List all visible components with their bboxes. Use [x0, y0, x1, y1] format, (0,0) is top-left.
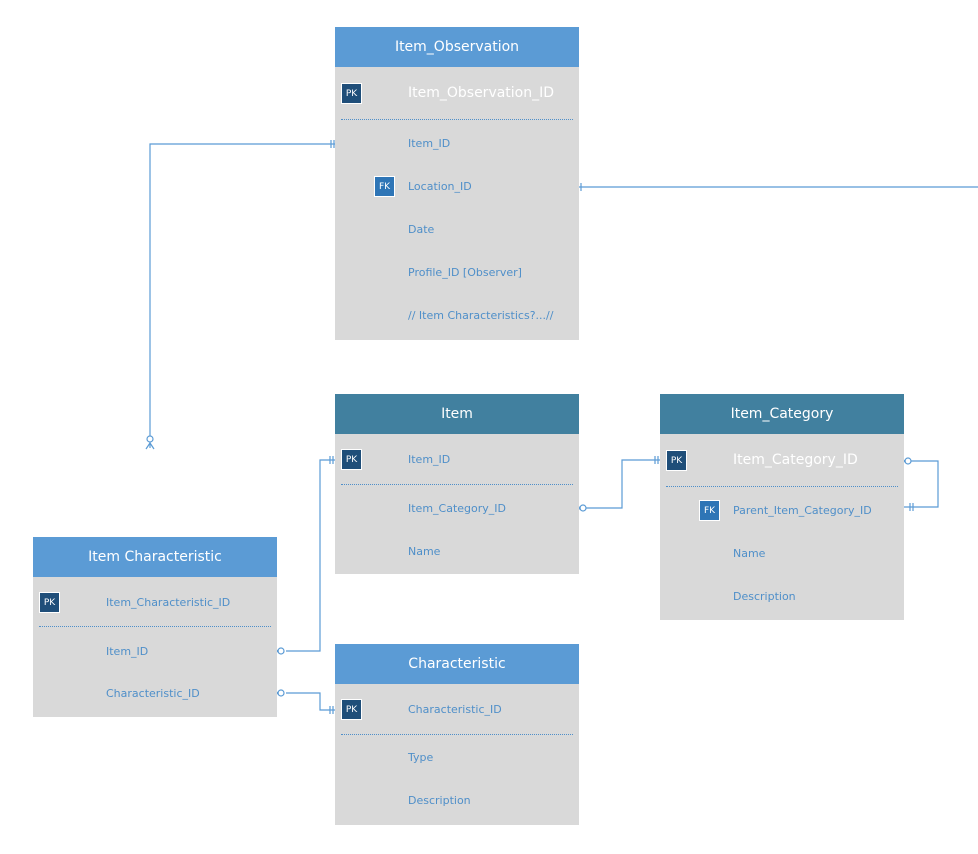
- pk-separator: [39, 626, 271, 627]
- pk-separator: [666, 486, 898, 487]
- field-item-category-id: Item_Category_ID: [408, 502, 507, 515]
- entity-title: Item_Observation: [335, 27, 579, 67]
- field-profile-id: Profile_ID [Observer]: [408, 266, 522, 279]
- field-type: Type: [408, 751, 434, 764]
- pk-field: Characteristic_ID: [408, 703, 502, 716]
- field-description: Description: [408, 794, 471, 807]
- connector-category-self: [903, 460, 939, 508]
- entity-item-observation[interactable]: Item_Observation PK Item_Observation_ID …: [335, 27, 579, 340]
- entity-title: Item_Category: [660, 394, 904, 434]
- crowfoot-mark-many-circle: [146, 435, 154, 443]
- field-characteristic-id: Characteristic_ID: [106, 687, 200, 700]
- fk-badge: FK: [374, 176, 395, 197]
- crowfoot-mark-many: [145, 441, 155, 450]
- crowfoot-mark-item-category-circle: [579, 504, 587, 512]
- fk-badge: FK: [699, 500, 720, 521]
- connector-item-category: [586, 459, 661, 509]
- entity-item-category[interactable]: Item_Category PK Item_Category_ID FK Par…: [660, 394, 904, 620]
- pk-badge: PK: [666, 450, 687, 471]
- pk-badge: PK: [39, 592, 60, 613]
- field-item-id: Item_ID: [408, 137, 451, 150]
- pk-badge: PK: [341, 699, 362, 720]
- pk-badge: PK: [341, 449, 362, 470]
- field-date: Date: [408, 223, 435, 236]
- field-location-id: Location_ID: [408, 180, 472, 193]
- pk-separator: [341, 734, 573, 735]
- connector-observation-itemid: [149, 143, 340, 448]
- connector-itemchar-characteristic: [286, 692, 336, 711]
- field-item-characteristics-note: // Item Characteristics?...//: [408, 309, 554, 322]
- field-parent-item-category-id: Parent_Item_Category_ID: [733, 504, 872, 517]
- field-description: Description: [733, 590, 796, 603]
- entity-title: Characteristic: [335, 644, 579, 684]
- field-name: Name: [733, 547, 766, 560]
- connector-item-itemchar: [286, 459, 336, 652]
- pk-badge: PK: [341, 83, 362, 104]
- entity-item-characteristic[interactable]: Item Characteristic PK Item_Characterist…: [33, 537, 277, 717]
- entity-item[interactable]: Item PK Item_ID Item_Category_ID Name: [335, 394, 579, 574]
- pk-separator: [341, 484, 573, 485]
- pk-field: Item_Characteristic_ID: [106, 596, 231, 609]
- field-name: Name: [408, 545, 441, 558]
- field-item-id: Item_ID: [106, 645, 149, 658]
- pk-field: Item_ID: [408, 453, 451, 466]
- entity-title: Item: [335, 394, 579, 434]
- entity-title: Item Characteristic: [33, 537, 277, 577]
- pk-field: Item_Observation_ID: [408, 85, 555, 101]
- entity-characteristic[interactable]: Characteristic PK Characteristic_ID Type…: [335, 644, 579, 825]
- pk-separator: [341, 119, 573, 120]
- pk-field: Item_Category_ID: [733, 452, 858, 468]
